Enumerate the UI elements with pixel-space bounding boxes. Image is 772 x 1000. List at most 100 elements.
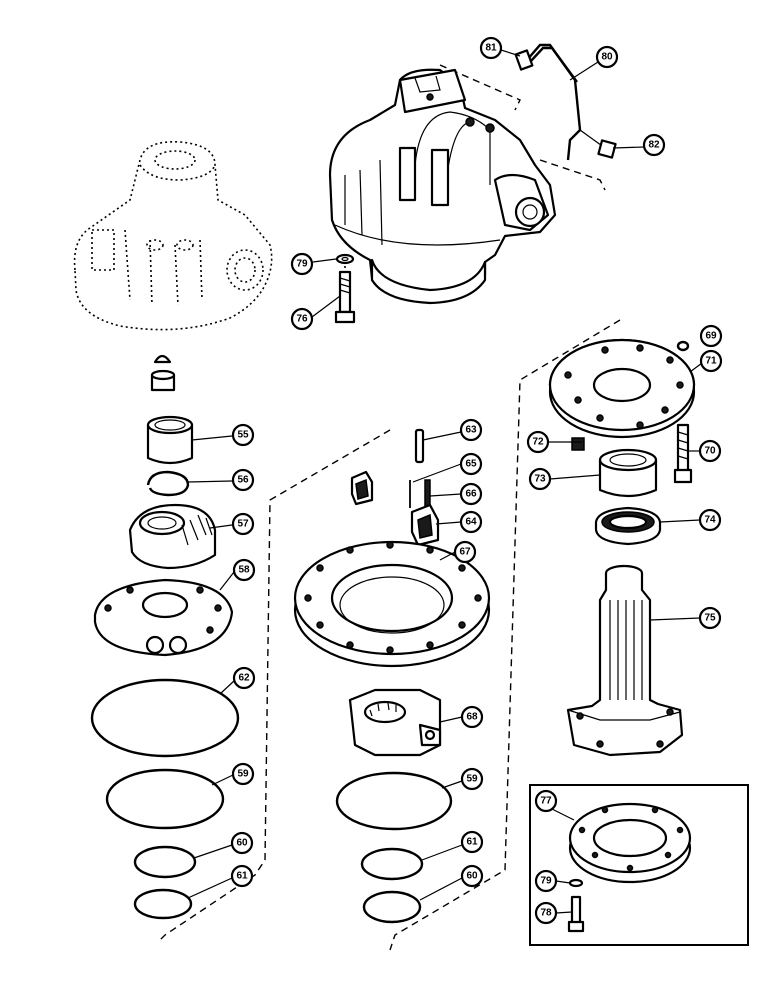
inset-box	[529, 784, 749, 946]
svg-text:57: 57	[237, 519, 249, 530]
callout-57: 57	[231, 512, 255, 536]
bearing-73	[598, 448, 658, 498]
snap-ring-56	[146, 470, 190, 497]
svg-text:63: 63	[465, 425, 477, 436]
svg-text:70: 70	[704, 446, 716, 457]
svg-text:55: 55	[237, 430, 249, 441]
washer-79-top	[335, 253, 355, 265]
callout-78: 78	[534, 901, 558, 925]
plate-58	[93, 578, 234, 657]
callout-67: 67	[453, 540, 477, 564]
svg-text:67: 67	[459, 547, 471, 558]
shoe-loose	[350, 470, 374, 506]
callout-75: 75	[698, 606, 722, 630]
svg-text:61: 61	[466, 837, 478, 848]
callout-69: 69	[699, 324, 723, 348]
svg-text:81: 81	[485, 43, 497, 54]
flange-plate-71	[548, 338, 696, 439]
callout-62: 62	[232, 666, 256, 690]
ring-flange-67	[293, 540, 491, 668]
callout-66: 66	[459, 482, 483, 506]
callout-68: 68	[460, 705, 484, 729]
callout-64: 64	[459, 510, 483, 534]
svg-text:59: 59	[466, 774, 478, 785]
bearing-55	[146, 415, 194, 465]
svg-text:79: 79	[540, 876, 552, 887]
shoe-64	[410, 503, 440, 547]
oring-69	[676, 340, 690, 352]
oring-62	[90, 678, 240, 758]
callout-55: 55	[231, 423, 255, 447]
callout-65: 65	[459, 452, 483, 476]
svg-text:78: 78	[540, 908, 552, 919]
svg-text:58: 58	[238, 565, 250, 576]
callout-79-inset: 79	[534, 869, 558, 893]
svg-text:73: 73	[534, 474, 546, 485]
svg-text:66: 66	[465, 489, 477, 500]
callout-77: 77	[534, 789, 558, 813]
callout-76: 76	[290, 307, 314, 331]
svg-text:69: 69	[705, 331, 717, 342]
callout-70: 70	[698, 439, 722, 463]
callout-59-left: 59	[231, 762, 255, 786]
oring-61-left	[133, 888, 193, 920]
leader-lines	[187, 49, 703, 914]
oring-60-center	[362, 890, 422, 924]
callout-81: 81	[479, 36, 503, 60]
svg-text:61: 61	[236, 871, 248, 882]
svg-text:80: 80	[601, 52, 613, 63]
plug-and-nut	[150, 354, 176, 392]
oring-61-center	[360, 847, 424, 881]
svg-text:59: 59	[237, 769, 249, 780]
set-screw-72	[571, 437, 585, 451]
oring-59-center	[335, 771, 453, 831]
callout-79-top: 79	[290, 252, 314, 276]
callout-72: 72	[526, 430, 550, 454]
callout-82: 82	[642, 133, 666, 157]
callout-58: 58	[232, 558, 256, 582]
svg-text:62: 62	[238, 673, 250, 684]
callout-63: 63	[459, 418, 483, 442]
oring-59-left	[105, 768, 225, 830]
svg-text:74: 74	[704, 515, 716, 526]
svg-text:64: 64	[465, 517, 477, 528]
ring-77	[568, 802, 692, 884]
svg-text:75: 75	[704, 613, 716, 624]
spline-block-68	[348, 688, 442, 757]
callout-80: 80	[595, 45, 619, 69]
gear-57	[128, 503, 217, 570]
callout-60-left: 60	[230, 831, 254, 855]
callouts: 81 80 82 79 76 69 71 55 63 72 70 56 65 7…	[230, 36, 723, 925]
motor-assembly	[328, 68, 557, 305]
callout-60-center: 60	[460, 864, 484, 888]
washer-79-inset	[568, 878, 584, 888]
svg-text:68: 68	[466, 712, 478, 723]
svg-text:71: 71	[705, 356, 717, 367]
callout-61-left: 61	[230, 864, 254, 888]
svg-text:77: 77	[540, 796, 552, 807]
svg-text:79: 79	[296, 259, 308, 270]
bolt-78	[567, 895, 585, 933]
callout-56: 56	[231, 468, 255, 492]
pin-63	[414, 428, 425, 464]
svg-text:82: 82	[648, 140, 660, 151]
callout-74: 74	[698, 508, 722, 532]
svg-text:60: 60	[466, 871, 478, 882]
bolt-70	[673, 423, 693, 484]
shaft-75	[566, 564, 684, 757]
svg-text:72: 72	[532, 437, 544, 448]
svg-text:65: 65	[465, 459, 477, 470]
svg-text:56: 56	[237, 475, 249, 486]
oring-60-left	[133, 845, 197, 879]
oil-tube	[514, 43, 617, 161]
callout-59-center: 59	[460, 767, 484, 791]
bolt-76	[334, 270, 356, 324]
callout-61-center: 61	[460, 830, 484, 854]
callout-73: 73	[528, 467, 552, 491]
callout-71: 71	[699, 349, 723, 373]
svg-text:76: 76	[296, 314, 308, 325]
seal-74	[594, 506, 662, 546]
housing-phantom	[73, 141, 273, 331]
svg-text:60: 60	[236, 838, 248, 849]
